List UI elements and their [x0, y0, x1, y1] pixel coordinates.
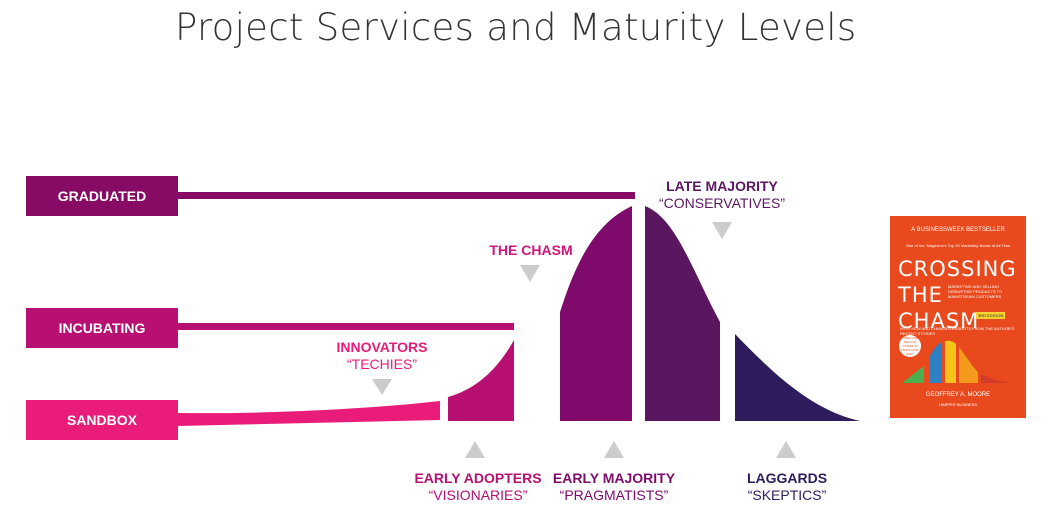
level-graduated: GRADUATED: [26, 176, 178, 216]
book-title-line: THE: [898, 283, 943, 307]
book-bell-curve-graphic: [902, 340, 1014, 383]
laggards-curve-segment: [735, 334, 860, 421]
late-majority-marker: [712, 222, 732, 239]
level-sandbox-label: SANDBOX: [66, 412, 137, 428]
book-sticker: OVER ONE MILLION COPIES IN PRINT NOW ONL…: [899, 335, 921, 357]
innovators-label: INNOVATORS “TECHIES”: [336, 339, 427, 373]
incubating-connector-line: [178, 323, 514, 330]
early-adopters-alias: “VISIONARIES”: [428, 487, 528, 503]
late-majority-curve-segment: [645, 206, 720, 421]
early-adopters-name: EARLY ADOPTERS: [414, 470, 542, 486]
innovators-name: INNOVATORS: [336, 339, 428, 355]
book-kicker: A BUSINESSWEEK BESTSELLER: [911, 227, 1005, 233]
early-adopters-label: EARLY ADOPTERS “VISIONARIES”: [414, 470, 541, 504]
innovators-marker: [372, 379, 392, 395]
level-sandbox: SANDBOX: [26, 400, 178, 440]
early-majority-label: EARLY MAJORITY “PRAGMATISTS”: [553, 470, 675, 504]
chasm-label: THE CHASM: [489, 242, 572, 259]
book-description: MARKETING AND SELLING DISRUPTIVE PRODUCT…: [948, 284, 1003, 299]
book-title-line: CHASM: [898, 309, 980, 333]
early-majority-alias: “PRAGMATISTS”: [559, 487, 669, 503]
laggards-label: LAGGARDS “SKEPTICS”: [747, 470, 827, 504]
chasm-marker: [520, 265, 540, 282]
laggards-marker: [776, 441, 796, 458]
book-note: WITH NEW AND CHANGED INSIGHTS FROM THE A…: [900, 326, 1015, 336]
laggards-alias: “SKEPTICS”: [747, 487, 827, 503]
book-accolade: One of Inc. Magazine's Top 10 Marketing …: [905, 243, 1011, 248]
graduated-connector-line: [178, 192, 635, 199]
book-publisher: HARPER BUSINESS: [938, 402, 977, 407]
late-majority-alias: “CONSERVATIVES”: [658, 195, 786, 211]
early-majority-curve-segment: [560, 206, 632, 421]
early-adopters-marker: [465, 441, 485, 458]
level-graduated-label: GRADUATED: [57, 188, 147, 204]
late-majority-name: LATE MAJORITY: [666, 178, 778, 194]
late-majority-label: LATE MAJORITY “CONSERVATIVES”: [659, 178, 785, 212]
laggards-name: LAGGARDS: [746, 470, 828, 486]
early-adopters-curve-segment: [448, 340, 514, 421]
book-author: GEOFFREY A. MOORE: [925, 392, 991, 398]
innovators-curve-segment: [178, 401, 440, 426]
book-edition-badge: 3RD EDITION: [976, 312, 1006, 319]
book-title-line: CROSSING: [898, 257, 1017, 281]
level-incubating-label: INCUBATING: [58, 320, 146, 336]
innovators-alias: “TECHIES”: [346, 356, 417, 372]
early-majority-name: EARLY MAJORITY: [552, 470, 676, 486]
book-title: CROSSING THE CHASM: [898, 256, 1017, 334]
level-incubating: INCUBATING: [26, 308, 178, 348]
page-title: Project Services and Maturity Levels: [175, 6, 857, 49]
book-sticker-text: OVER ONE MILLION COPIES IN PRINT NOW ONL…: [901, 336, 919, 356]
early-majority-marker: [604, 441, 624, 458]
chasm-name: THE CHASM: [489, 242, 573, 258]
book-cover-image: A BUSINESSWEEK BESTSELLER One of Inc. Ma…: [890, 216, 1026, 418]
